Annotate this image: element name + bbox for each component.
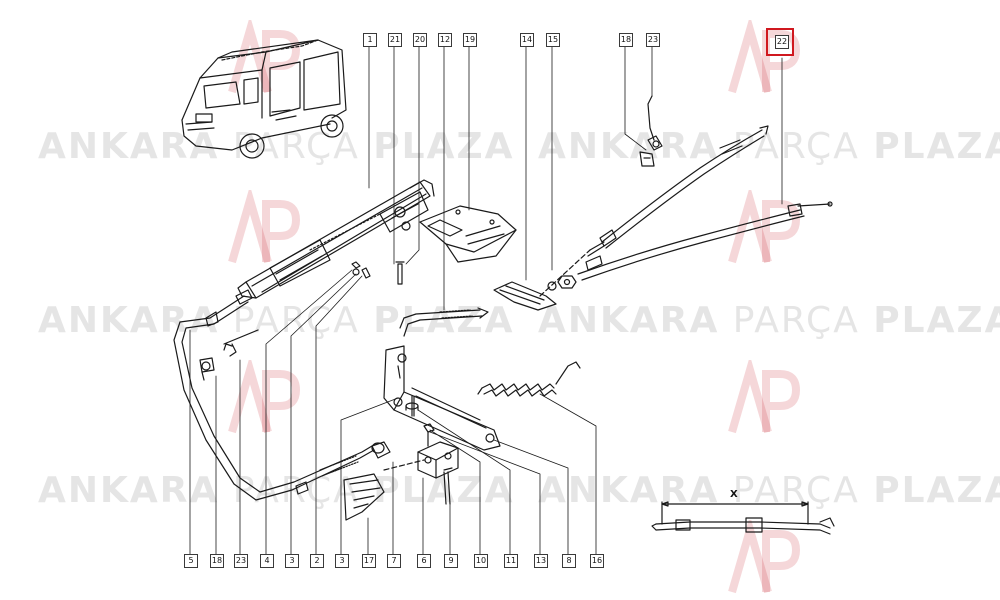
callout-label: 4 xyxy=(260,554,274,568)
watermark-logo-icon xyxy=(728,190,801,264)
callout-label: 11 xyxy=(504,554,518,568)
leader-lines xyxy=(189,43,783,555)
callout-label: 20 xyxy=(413,33,427,47)
callout-label: 5 xyxy=(184,554,198,568)
callout-label: 7 xyxy=(387,554,401,568)
van-illustration xyxy=(181,39,347,159)
callout-label: 14 xyxy=(520,33,534,47)
callout-label: 15 xyxy=(546,33,560,47)
callout-label: 18 xyxy=(619,33,633,47)
callout-highlight-frame xyxy=(766,28,794,56)
mounting-bracket xyxy=(417,441,459,505)
sleeve xyxy=(343,441,425,521)
cable-clips xyxy=(199,329,259,381)
callout-label: 21 xyxy=(388,33,402,47)
watermark-logo-icon xyxy=(228,360,301,434)
callout-label: 17 xyxy=(362,554,376,568)
callout-label: 12 xyxy=(438,33,452,47)
watermark-row-2-right: ANKARA PARÇA PLAZA xyxy=(538,300,1000,341)
screws xyxy=(351,261,405,285)
callout-label: 19 xyxy=(463,33,477,47)
callout-label: 2 xyxy=(310,554,324,568)
watermark-row-1-right: ANKARA PARÇA PLAZA xyxy=(538,126,1000,167)
callout-label: 6 xyxy=(417,554,431,568)
equalizer xyxy=(493,249,591,311)
callout-label: 16 xyxy=(590,554,604,568)
callout-label: 13 xyxy=(534,554,548,568)
cable-length-diagram xyxy=(651,501,835,535)
clip-parts xyxy=(639,95,663,167)
watermark-logo-icon xyxy=(228,190,301,264)
rear-cables xyxy=(577,125,833,281)
callout-label: 10 xyxy=(474,554,488,568)
watermark-logo-icon xyxy=(728,520,801,594)
watermark-logo-icon xyxy=(728,360,801,434)
callout-label: 1 xyxy=(363,33,377,47)
dimension-label: X xyxy=(730,489,738,500)
callout-label: 18 xyxy=(210,554,224,568)
primary-cable xyxy=(173,289,375,501)
cable-12 xyxy=(399,307,489,337)
pivot-hardware xyxy=(405,395,435,447)
handbrake-lever xyxy=(237,179,435,299)
return-spring xyxy=(477,361,581,397)
callout-label-highlighted: 22 xyxy=(775,35,789,49)
callout-label: 3 xyxy=(335,554,349,568)
watermark-row-1-left: ANKARA PARÇA PLAZA xyxy=(38,126,515,167)
watermark-row-3-left: ANKARA PARÇA PLAZA xyxy=(38,470,515,511)
callout-label: 9 xyxy=(444,554,458,568)
bracket xyxy=(419,205,517,263)
callout-label: 23 xyxy=(646,33,660,47)
callout-label: 3 xyxy=(285,554,299,568)
callout-label: 23 xyxy=(234,554,248,568)
intermediate-lever xyxy=(383,345,501,451)
watermark-row-2-left: ANKARA PARÇA PLAZA xyxy=(38,300,515,341)
watermark-logo-icon xyxy=(728,20,801,94)
callout-label: 8 xyxy=(562,554,576,568)
